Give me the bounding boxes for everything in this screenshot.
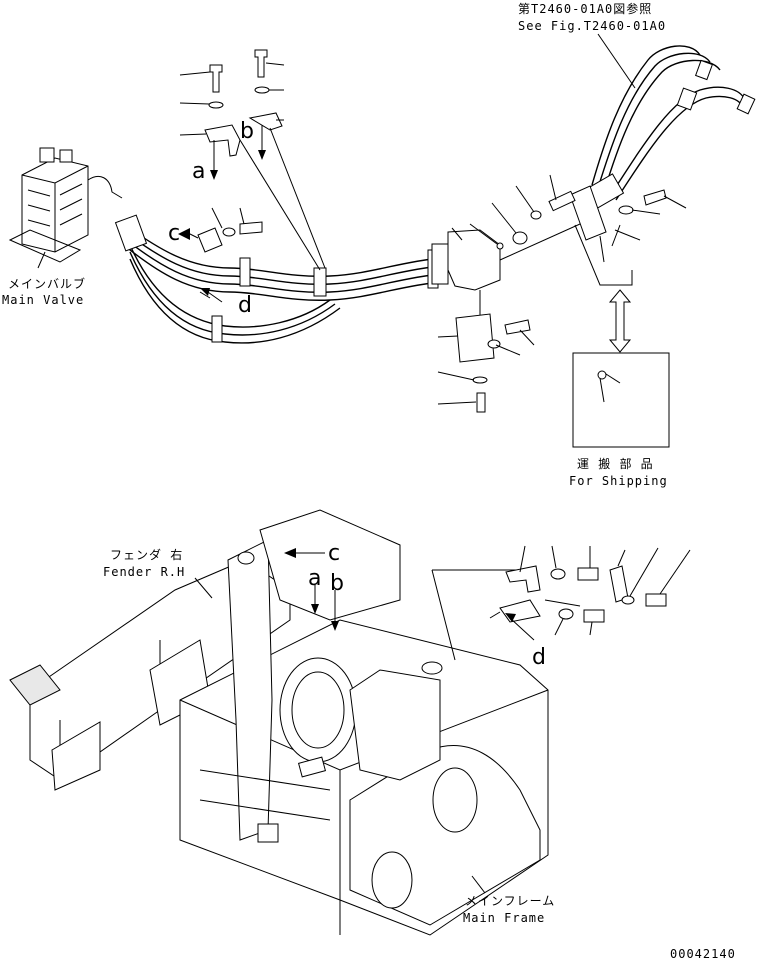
main-valve-leader xyxy=(37,251,46,269)
clamp-hardware-top xyxy=(179,49,326,271)
main-frame-jp-label: メインフレーム xyxy=(465,894,555,908)
callout-c-top: c xyxy=(168,221,180,246)
shipping-parts-box xyxy=(572,352,670,448)
shipping-jp-label: 運 搬 部 品 xyxy=(577,456,654,471)
callout-a-top: a xyxy=(192,159,205,184)
main-valve-en-label: Main Valve xyxy=(2,293,84,307)
fender-jp-label: フェンダ 右 xyxy=(110,547,183,562)
callout-b-top: b xyxy=(240,119,254,144)
ref-fig-leader xyxy=(597,33,636,89)
fender-rh-drawing xyxy=(9,559,291,791)
clamp-hardware-c xyxy=(178,207,263,303)
callout-b-frame: b xyxy=(330,571,344,596)
main-frame-leader xyxy=(471,875,486,894)
detail-d-hardware xyxy=(489,545,691,641)
hose-bundle-left xyxy=(114,214,441,344)
hose-bundle-right xyxy=(431,45,756,320)
drawing-number: 00042140 xyxy=(670,947,736,961)
frame-callout-arrows xyxy=(284,548,520,661)
callout-a-frame: a xyxy=(308,566,321,591)
fender-en-label: Fender R.H xyxy=(103,565,185,579)
main-frame-en-label: Main Frame xyxy=(463,911,545,925)
callout-d-top: d xyxy=(238,293,252,318)
main-valve-jp-label: メインバルブ xyxy=(8,276,86,291)
callout-d-detail: d xyxy=(532,645,546,670)
shipping-part-drawing xyxy=(597,370,621,403)
bracket-hardware-right xyxy=(437,174,687,413)
ref-fig-en-label: See Fig.T2460-01A0 xyxy=(518,19,666,33)
main-valve-drawing xyxy=(8,147,123,263)
main-frame-drawing xyxy=(179,509,549,936)
fender-leader xyxy=(194,577,213,599)
ref-fig-jp-label: 第T2460-01A0図参照 xyxy=(518,1,652,16)
callout-c-frame: c xyxy=(328,541,340,566)
shipping-en-label: For Shipping xyxy=(569,474,668,488)
shipping-double-arrow xyxy=(608,289,632,353)
